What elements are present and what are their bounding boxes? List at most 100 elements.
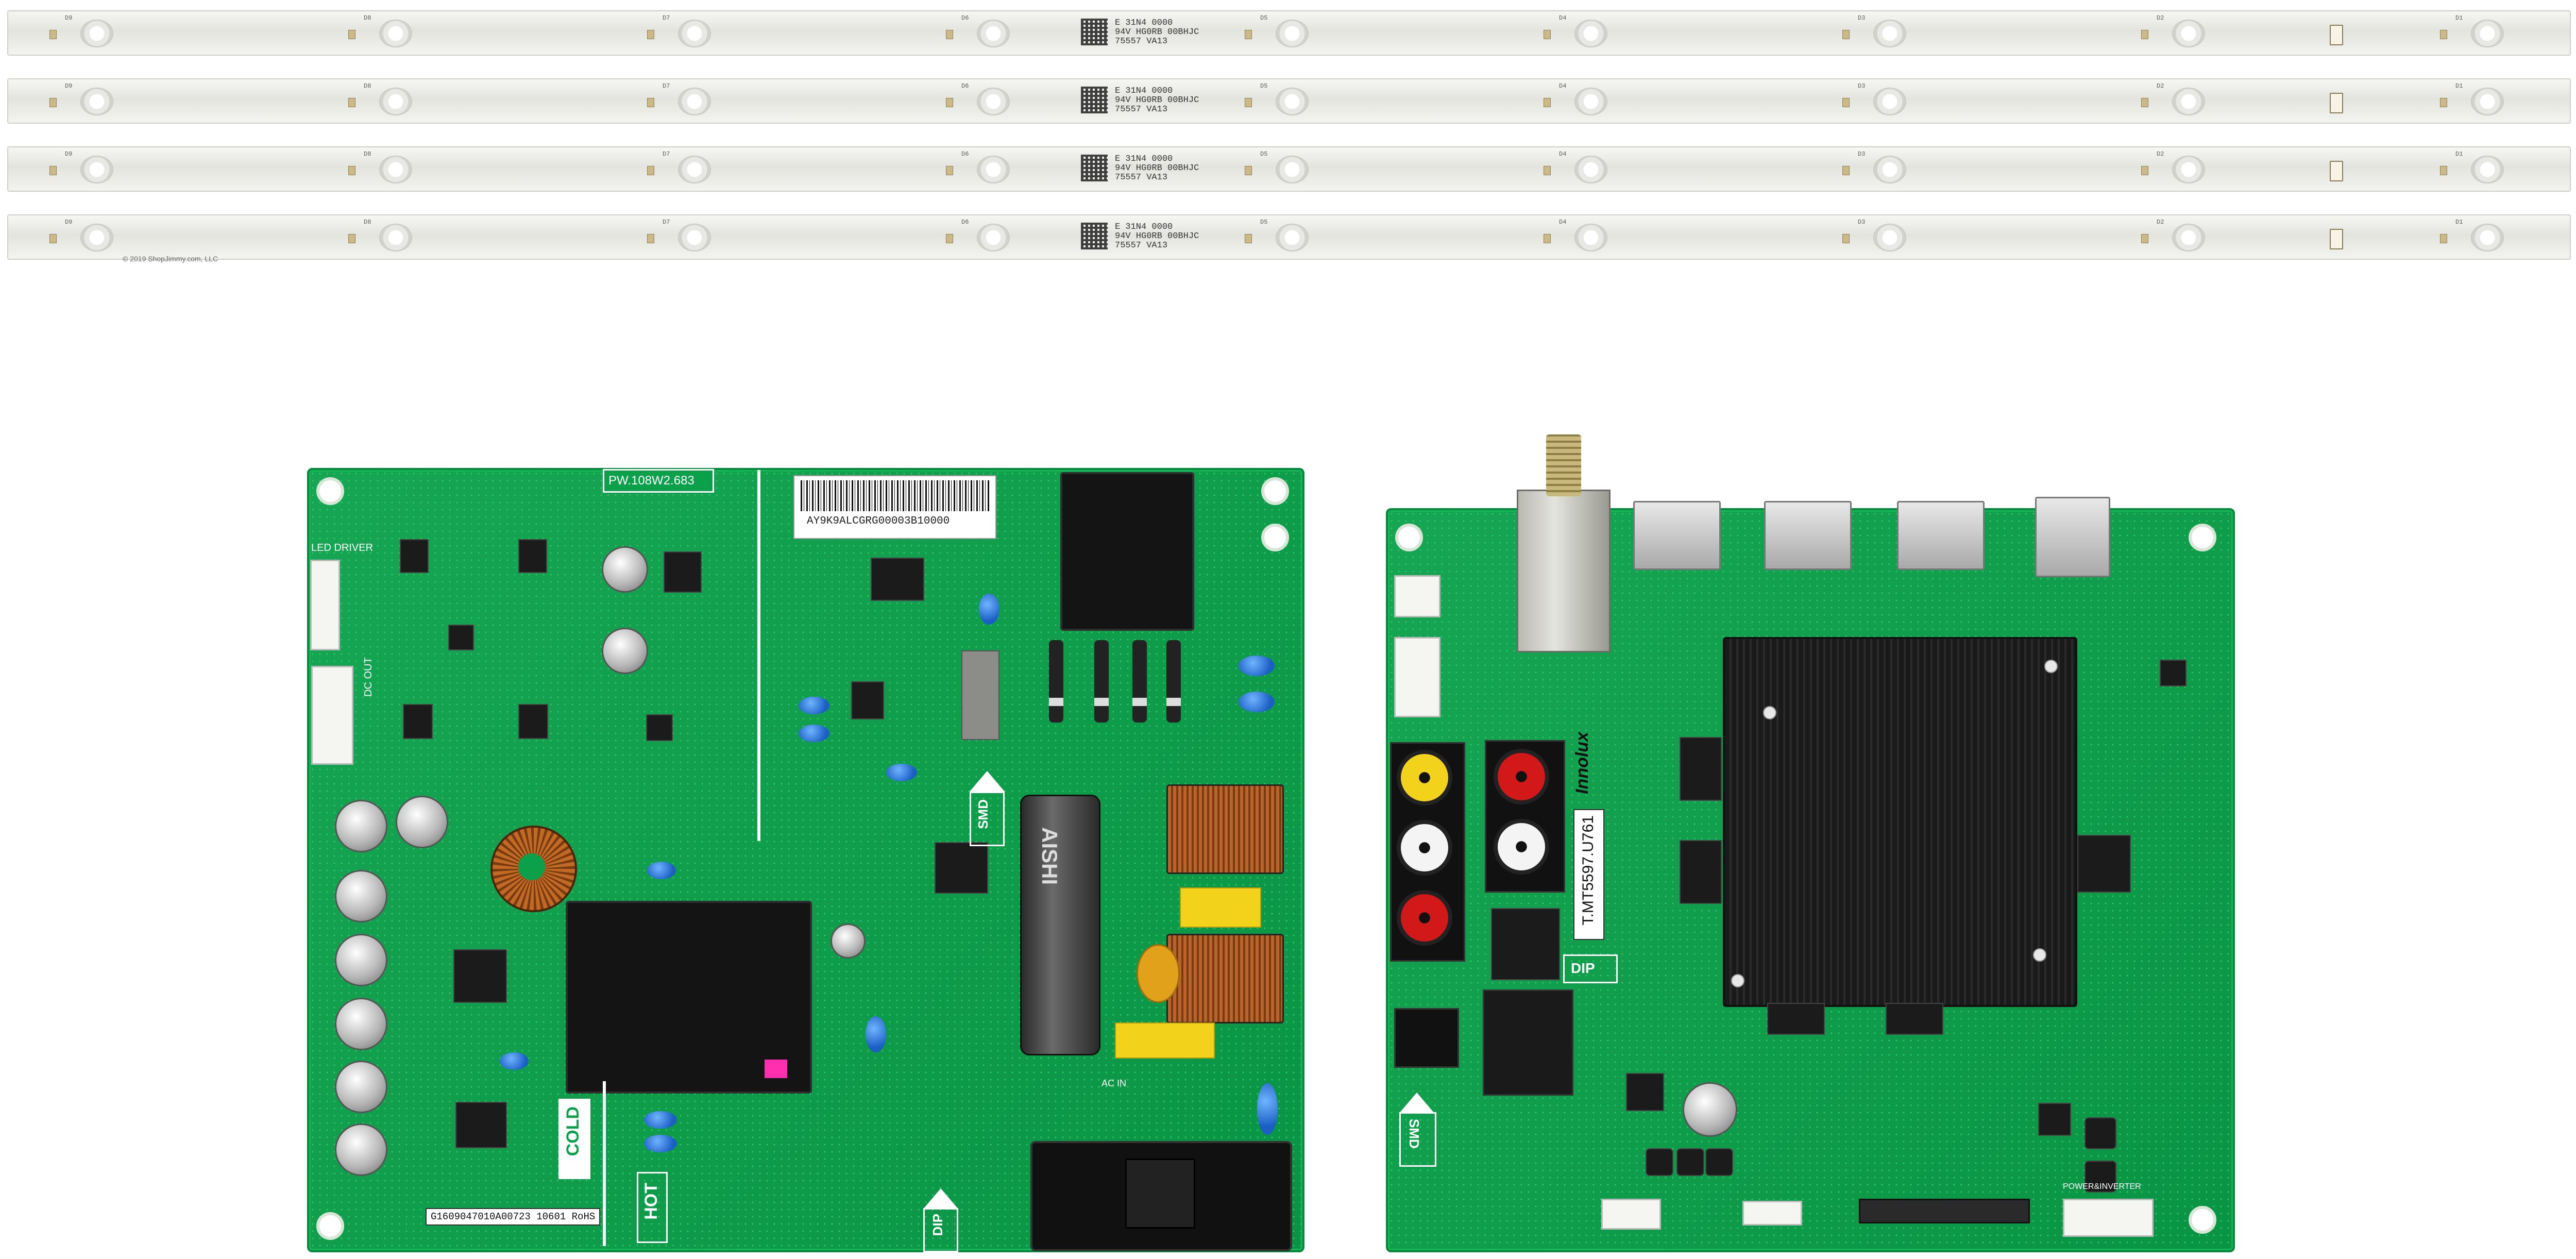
mosfet [518,539,547,573]
blue-capacitor [1239,692,1275,712]
smd-arrow-icon [970,771,1005,792]
led-solder-pad [1245,98,1252,107]
ic-chip [448,625,474,650]
led-position-label: D2 [2157,82,2164,90]
strip-connector [2330,161,2343,181]
led-solder-pad [1245,234,1252,243]
led-lens [80,88,113,115]
hdmi-port-3[interactable] [1897,501,1985,570]
blue-capacitor [644,1135,677,1152]
memory-chip [1767,1003,1825,1035]
ethernet-port[interactable] [1483,989,1573,1096]
led-solder-pad [1544,234,1551,243]
dip-label: DIP [1571,960,1595,976]
led-solder-pad [647,30,654,39]
ic-chip [2160,660,2187,686]
blue-capacitor [1239,656,1275,676]
led-solder-pad [1842,166,1850,175]
led-lens [2471,156,2504,183]
led-solder-pad [946,98,953,107]
mounting-hole [1261,477,1289,505]
strip-label-line: E 31N4 0000 [1115,154,1173,164]
led-solder-pad [49,166,57,175]
led-lens [379,20,412,47]
led-lens [1574,88,1607,115]
rca-yellow-jack[interactable] [1397,750,1452,805]
strip-label-line: E 31N4 0000 [1115,18,1173,28]
heatsink-screw [1763,706,1776,719]
led-position-label: D9 [65,150,73,158]
led-lens [1276,224,1309,251]
dip-box: DIP [1563,954,1618,983]
varistor [1137,944,1180,1003]
led-position-label: D7 [663,219,670,226]
led-solder-pad [946,166,953,175]
led-lens [2172,224,2205,251]
cold-label: COLD [563,1106,583,1156]
rca-white-jack[interactable] [1397,820,1452,876]
diode [1094,640,1109,723]
hdmi-port-2[interactable] [1764,501,1852,570]
led-position-label: D5 [1260,82,1268,90]
model-label-box: PW.108W2.683 [603,469,714,493]
strip-label-line: E 31N4 0000 [1115,222,1173,232]
rca-red-jack[interactable] [1397,890,1452,946]
led-position-label: D7 [663,150,670,158]
smd-label: SMD [975,799,991,829]
power-inverter-connector [2063,1199,2154,1237]
heatsink-screw [1731,974,1744,987]
blue-capacitor [647,862,676,879]
dc-out-label: DC OUT [363,657,374,697]
led-solder-pad [49,30,57,39]
smd-arrow-icon [1399,1093,1434,1113]
mounting-hole [2189,1206,2216,1234]
bridge-rectifier [453,949,507,1003]
led-lens [379,88,412,115]
rca-white-jack[interactable] [1494,819,1549,875]
ac-input-socket [1030,1141,1292,1251]
voltage-regulator [664,551,702,593]
strip-label-line: 94V HG0RB 00BHJC [1115,163,1199,173]
power-inverter-label: POWER&INVERTER [2063,1182,2141,1191]
usb-port[interactable] [2035,497,2110,577]
led-lens [1276,88,1309,115]
led-solder-pad [1842,30,1850,39]
strip-label-line: 75557 VA13 [1115,37,1168,46]
av-jack-block-2 [1485,740,1565,893]
led-lens [977,20,1010,47]
led-position-label: D6 [961,219,969,226]
inductor [2084,1161,2116,1193]
led-solder-pad [49,98,57,107]
led-position-label: D9 [65,14,73,22]
x-capacitor [1180,887,1261,928]
ac-in-label: AC IN [1101,1078,1127,1088]
led-solder-pad [1842,98,1850,107]
capacitor [335,1061,387,1113]
led-position-label: D2 [2157,150,2164,158]
hdmi-port-1[interactable] [1633,501,1721,570]
led-position-label: D4 [1559,150,1567,158]
lan-transformer [1491,908,1560,980]
led-position-label: D3 [1858,219,1866,226]
bulk-capacitor: AISHI [1020,795,1100,1055]
inductor [1705,1148,1733,1176]
strip-label-line: 75557 VA13 [1115,105,1168,114]
led-position-label: D8 [364,219,371,226]
rca-red-jack[interactable] [1494,749,1549,804]
main-board: Innolux T.MT5597.U761 DIP SMD POWER&INVE… [1386,434,2235,1252]
led-lens [1276,20,1309,47]
toroid-inductor [490,826,577,912]
led-solder-pad [946,234,953,243]
mounting-hole [316,1212,344,1240]
strip-connector [2330,25,2343,45]
led-position-label: D1 [2455,219,2463,226]
optical-port[interactable] [1394,1008,1459,1068]
led-position-label: D5 [1260,219,1268,226]
led-position-label: D4 [1559,82,1567,90]
qr-code [1081,155,1108,181]
led-position-label: D5 [1260,150,1268,158]
